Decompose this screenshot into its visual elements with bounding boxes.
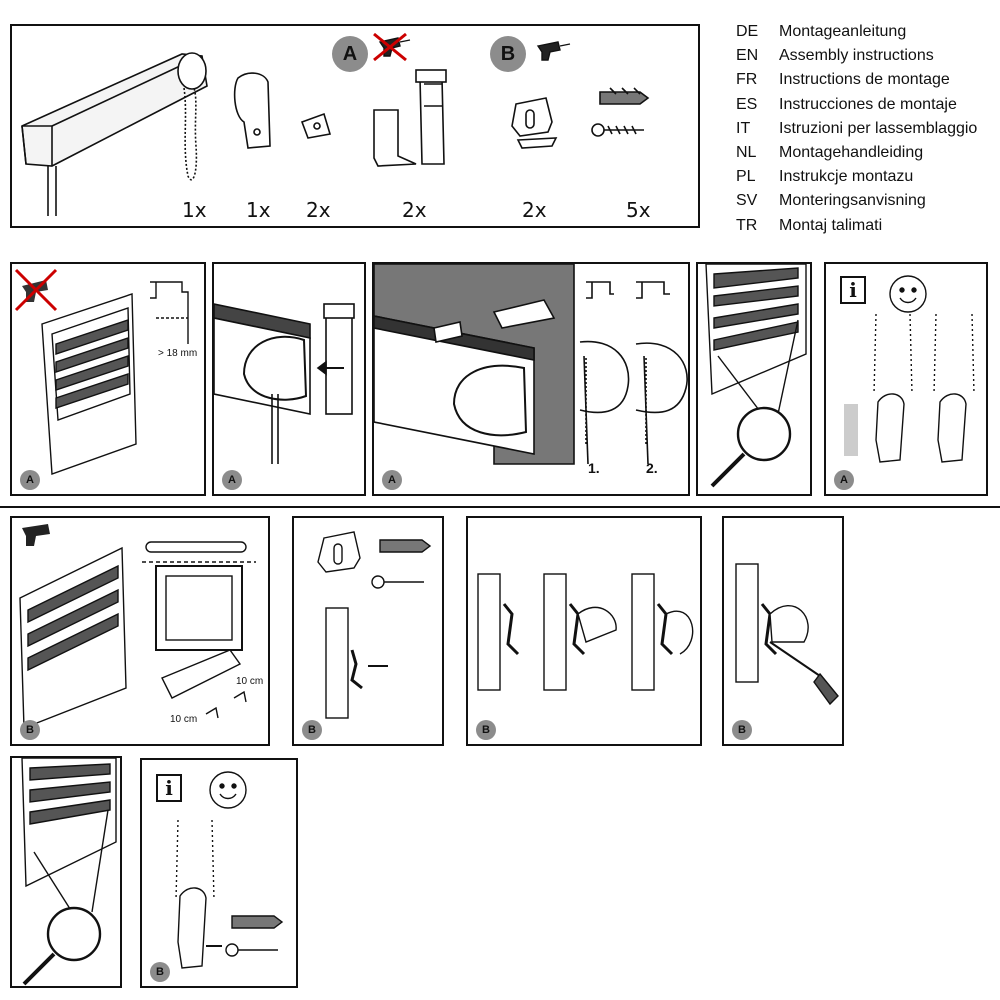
window-frame-illustration <box>14 268 189 475</box>
roller-clip-illustration <box>477 573 694 691</box>
clamp-mount-illustration <box>374 264 688 465</box>
roller-blind-icon <box>21 52 208 216</box>
screw-dowel-icon <box>591 87 650 137</box>
lang-text: Instrucciones de montaje <box>779 95 957 113</box>
smiley-icon <box>889 275 927 313</box>
qty-mounting-bracket: 2x <box>522 198 547 222</box>
step-b3-panel: B <box>466 516 702 746</box>
lang-code: NL <box>736 143 757 161</box>
parts-illustration <box>21 32 650 216</box>
qty-clamp-bracket: 2x <box>402 198 427 222</box>
method-a-badge: A <box>834 470 854 490</box>
chain-clip-detail-illustration <box>705 264 807 488</box>
chain-clip-screw-illustration <box>175 771 284 969</box>
lang-text: Montagehandleiding <box>779 143 924 161</box>
mounting-bracket-icon <box>511 97 558 149</box>
chain-clip-detail-illustration <box>21 758 117 986</box>
lang-text: Instructions de montage <box>779 71 950 89</box>
lang-row-es: ES Instrucciones de montaje <box>736 93 977 117</box>
clamp-bracket-icon <box>373 69 447 167</box>
step-b2-panel: B <box>292 516 444 746</box>
info-icon: i <box>840 276 866 304</box>
lang-code: SV <box>736 192 758 210</box>
side-cap-icon <box>233 72 271 149</box>
bracket-screw-illustration <box>317 531 432 719</box>
method-b-badge: B <box>20 720 40 740</box>
lang-row-it: IT Istruzioni per lassemblaggio <box>736 117 977 141</box>
parts-overview-panel: A B 1x 1x 2x 2x 2x 5x <box>10 24 700 228</box>
qty-side-cap: 1x <box>246 198 271 222</box>
method-a-badge: A <box>222 470 242 490</box>
step-a1-panel: > 18 mm A <box>10 262 206 496</box>
step-a2-panel: A <box>212 262 366 496</box>
lang-code: FR <box>736 71 758 89</box>
info-panel-b: i B <box>140 758 298 988</box>
lang-row-nl: NL Montagehandleiding <box>736 141 977 165</box>
bracket-position-illustration <box>19 524 256 730</box>
chain-clip-icon <box>300 112 332 139</box>
method-a-badge: A <box>382 470 402 490</box>
lang-row-en: EN Assembly instructions <box>736 44 977 68</box>
step-a4-panel <box>696 262 812 496</box>
lang-text: Assembly instructions <box>779 47 934 65</box>
lang-code: IT <box>736 119 751 137</box>
lang-text: Instrukcje montazu <box>779 168 914 186</box>
method-b-badge: B <box>302 720 322 740</box>
lang-row-pl: PL Instrukcje montazu <box>736 165 977 189</box>
lang-text: Montaj talimati <box>779 216 883 234</box>
smiley-icon <box>209 771 247 809</box>
clamp-insert-illustration <box>214 303 355 464</box>
chain-attach-illustration <box>844 275 975 463</box>
step-b4-panel: B <box>722 516 844 746</box>
distance-label-1: 10 cm <box>236 676 264 687</box>
lang-code: TR <box>736 216 758 234</box>
language-list: DE Montageanleitung EN Assembly instructio… <box>736 20 977 238</box>
lang-code: EN <box>736 47 759 65</box>
min-depth-label: > 18 mm <box>158 348 198 359</box>
drill-icon <box>536 41 571 61</box>
step-b1-panel: 10 cm 10 cm B <box>10 516 270 746</box>
method-b-badge: B <box>476 720 496 740</box>
step-1-label: 1. <box>588 460 600 476</box>
step-a3-panel: 1. 2. A <box>372 262 690 496</box>
step-b5-panel <box>10 756 122 988</box>
step-2-label: 2. <box>646 460 658 476</box>
lang-code: DE <box>736 23 759 40</box>
lang-row-fr: FR Instructions de montage <box>736 68 977 92</box>
screwdriver-release-illustration <box>735 563 839 706</box>
method-b-badge: B <box>732 720 752 740</box>
lang-text: Istruzioni per lassemblaggio <box>779 119 978 137</box>
drill-icon <box>22 524 50 546</box>
lang-code: ES <box>736 95 758 113</box>
qty-screw-dowel: 5x <box>626 198 651 222</box>
lang-row-de: DE Montageanleitung <box>736 20 977 44</box>
method-b-badge: B <box>150 962 170 982</box>
lang-text: Montageanleitung <box>779 23 907 40</box>
section-divider <box>0 506 1000 508</box>
drill-crossed-icon <box>14 268 58 312</box>
method-a-badge: A <box>20 470 40 490</box>
lang-row-sv: SV Monteringsanvisning <box>736 189 977 213</box>
lang-text: Monteringsanvisning <box>779 192 926 210</box>
qty-chain-clip: 2x <box>306 198 331 222</box>
lang-code: PL <box>736 168 756 186</box>
drill-crossed-icon <box>373 32 411 62</box>
info-icon: i <box>156 774 182 802</box>
qty-roller: 1x <box>182 198 207 222</box>
method-b-badge: B <box>490 36 526 72</box>
info-panel-a: i A <box>824 262 988 496</box>
method-a-badge: A <box>332 36 368 72</box>
distance-label-2: 10 cm <box>170 714 198 725</box>
lang-row-tr: TR Montaj talimati <box>736 214 977 238</box>
